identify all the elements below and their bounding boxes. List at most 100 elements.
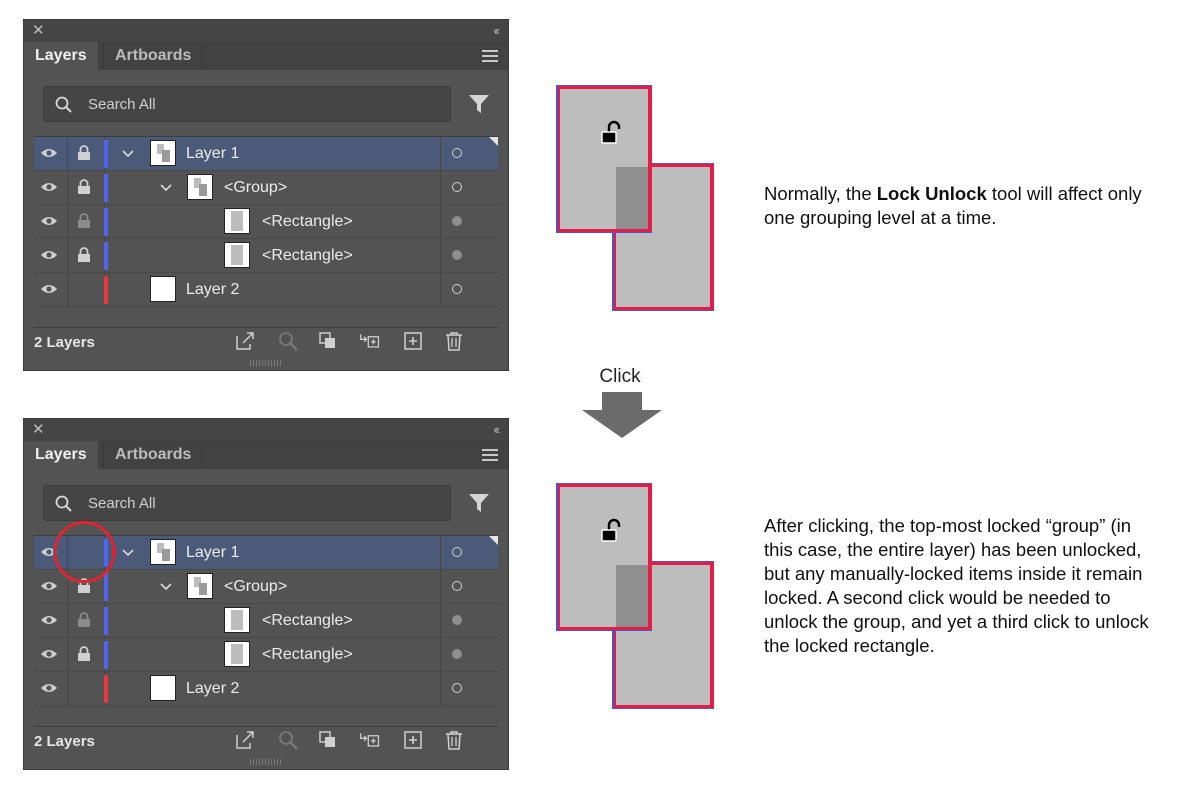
panel-tabbar: Layers Artboards <box>24 441 508 469</box>
layer-color-bar <box>104 174 108 202</box>
eye-icon[interactable] <box>40 147 58 159</box>
new-layer-icon[interactable] <box>402 330 424 352</box>
panel-menu-icon[interactable] <box>482 449 498 461</box>
chevron-down-icon[interactable] <box>122 150 134 158</box>
lock-icon[interactable] <box>77 612 91 628</box>
caption-before: Normally, the Lock Unlock tool will affe… <box>764 182 1164 230</box>
target-icon[interactable] <box>452 284 462 294</box>
lock-icon[interactable] <box>77 247 91 263</box>
target-icon[interactable] <box>452 649 462 659</box>
lock-icon[interactable] <box>77 145 91 161</box>
arrow-down-icon <box>582 392 662 438</box>
filter-icon[interactable] <box>468 492 490 514</box>
layer-color-bar <box>104 140 108 168</box>
eye-icon[interactable] <box>40 682 58 694</box>
resize-grip[interactable] <box>250 360 282 366</box>
chevron-down-icon[interactable] <box>122 549 134 557</box>
panel-tabbar: Layers Artboards <box>24 42 508 70</box>
new-layer-icon[interactable] <box>402 729 424 751</box>
panel-titlebar: ✕ ‹‹ <box>24 20 508 42</box>
panel-menu-icon[interactable] <box>482 50 498 62</box>
move-to-new-layer-icon[interactable] <box>359 729 381 751</box>
locate-object-icon[interactable] <box>277 330 299 352</box>
trash-icon[interactable] <box>443 729 465 751</box>
filter-icon[interactable] <box>468 93 490 115</box>
unlock-icon <box>601 518 621 542</box>
collect-export-icon[interactable] <box>234 330 256 352</box>
rectangle-thumbnail <box>224 208 250 234</box>
group-name[interactable]: <Group> <box>224 578 288 595</box>
layer-count: 2 Layers <box>34 334 95 351</box>
layer-row-layer2[interactable]: Layer 2 <box>34 672 498 706</box>
layers-panel-after: ✕ ‹‹ Layers Artboards Layer 1 <box>24 419 508 769</box>
layer-row-rectangle[interactable]: <Rectangle> <box>34 205 498 239</box>
eye-icon[interactable] <box>40 283 58 295</box>
tab-layers[interactable]: Layers <box>24 42 98 70</box>
layer-row-rectangle[interactable]: <Rectangle> <box>34 604 498 638</box>
eye-icon[interactable] <box>40 249 58 261</box>
target-icon[interactable] <box>452 547 462 557</box>
layer-color-bar <box>104 208 108 236</box>
eye-icon[interactable] <box>40 215 58 227</box>
target-icon[interactable] <box>452 615 462 625</box>
overlap-region <box>616 565 648 627</box>
eye-icon[interactable] <box>40 181 58 193</box>
collapse-icon[interactable]: ‹‹ <box>493 422 500 437</box>
caption-text: Normally, the <box>764 183 877 204</box>
lock-icon[interactable] <box>77 179 91 195</box>
layer-name[interactable]: Layer 2 <box>186 680 240 697</box>
lock-icon[interactable] <box>77 213 91 229</box>
layer-name[interactable]: Layer 1 <box>186 544 240 561</box>
layer-row-layer2[interactable]: Layer 2 <box>34 273 498 307</box>
rectangle-shape <box>612 561 714 709</box>
eye-icon[interactable] <box>40 648 58 660</box>
search-input[interactable] <box>88 93 428 115</box>
collapse-icon[interactable]: ‹‹ <box>493 23 500 38</box>
collect-export-icon[interactable] <box>234 729 256 751</box>
layer-thumbnail <box>150 539 176 565</box>
target-icon[interactable] <box>452 182 462 192</box>
close-icon[interactable]: ✕ <box>32 22 45 39</box>
layer-color-bar <box>104 242 108 270</box>
tab-artboards[interactable]: Artboards <box>103 441 204 469</box>
layer-name[interactable]: Layer 2 <box>186 281 240 298</box>
rectangle-name[interactable]: <Rectangle> <box>262 612 353 629</box>
highlight-circle <box>53 521 115 583</box>
trash-icon[interactable] <box>443 330 465 352</box>
rectangle-thumbnail <box>224 607 250 633</box>
close-icon[interactable]: ✕ <box>32 421 45 438</box>
resize-grip[interactable] <box>250 759 282 765</box>
layer-row-rectangle[interactable]: <Rectangle> <box>34 239 498 273</box>
layer-name[interactable]: Layer 1 <box>186 145 240 162</box>
move-to-new-layer-icon[interactable] <box>359 330 381 352</box>
lock-icon[interactable] <box>77 646 91 662</box>
artwork-after <box>554 478 716 714</box>
target-icon[interactable] <box>452 683 462 693</box>
search-input[interactable] <box>88 492 428 514</box>
tab-artboards[interactable]: Artboards <box>103 42 204 70</box>
layer-row-layer1[interactable]: Layer 1 <box>34 137 498 171</box>
layer-color-bar <box>104 573 108 601</box>
rectangle-thumbnail <box>224 242 250 268</box>
chevron-down-icon[interactable] <box>160 184 172 192</box>
clipping-mask-icon[interactable] <box>317 729 339 751</box>
layer-row-group[interactable]: <Group> <box>34 570 498 604</box>
target-icon[interactable] <box>452 216 462 226</box>
chevron-down-icon[interactable] <box>160 583 172 591</box>
group-name[interactable]: <Group> <box>224 179 288 196</box>
target-icon[interactable] <box>452 581 462 591</box>
eye-icon[interactable] <box>40 614 58 626</box>
rectangle-name[interactable]: <Rectangle> <box>262 213 353 230</box>
target-icon[interactable] <box>452 148 462 158</box>
layer-row-group[interactable]: <Group> <box>34 171 498 205</box>
layer-thumbnail <box>150 276 176 302</box>
rectangle-name[interactable]: <Rectangle> <box>262 247 353 264</box>
locate-object-icon[interactable] <box>277 729 299 751</box>
rectangle-name[interactable]: <Rectangle> <box>262 646 353 663</box>
target-icon[interactable] <box>452 250 462 260</box>
tab-layers[interactable]: Layers <box>24 441 98 469</box>
clipping-mask-icon[interactable] <box>317 330 339 352</box>
search-icon <box>55 96 72 113</box>
layer-row-rectangle[interactable]: <Rectangle> <box>34 638 498 672</box>
eye-icon[interactable] <box>40 580 58 592</box>
